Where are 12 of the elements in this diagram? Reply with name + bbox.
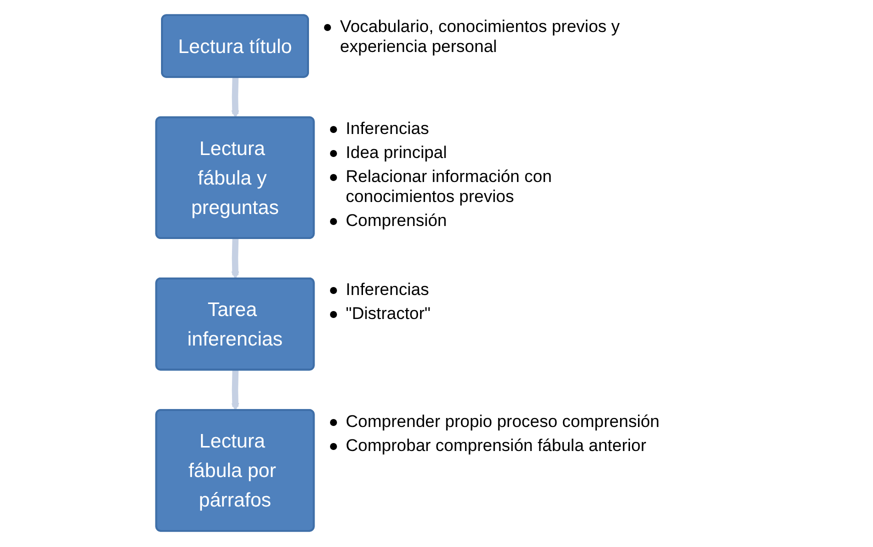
bullet-text: Comprobar comprensión fábula anterior: [346, 436, 646, 456]
bullet-text: Vocabulario, conocimientos previos y experiencia personal: [340, 17, 621, 58]
arrow: [231, 77, 240, 118]
bullet-text: Comprender propio proceso comprensión: [346, 412, 660, 432]
bullet-text: Idea principal: [346, 143, 447, 164]
arrow: [231, 238, 240, 280]
bullet-text: Inferencias: [346, 280, 429, 300]
bullet-text: "Distractor": [346, 304, 431, 324]
bullet-text: Comprensión: [346, 211, 447, 232]
bullet-text: Relacionar información con conocimientos previos: [346, 167, 553, 208]
arrow: [231, 370, 240, 411]
bullet-text: Inferencias: [346, 119, 429, 140]
